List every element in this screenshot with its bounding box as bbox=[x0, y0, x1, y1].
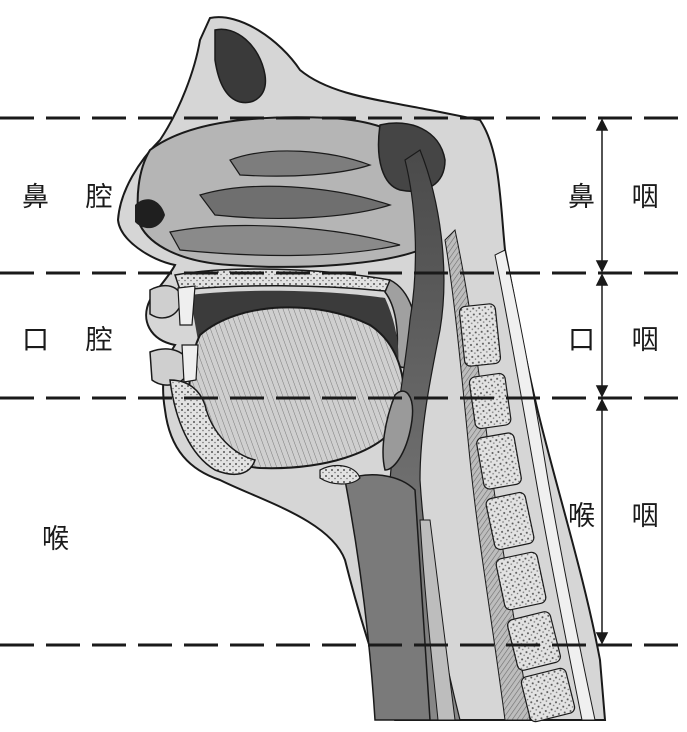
nostril-opening bbox=[135, 199, 165, 229]
lower-incisor bbox=[181, 344, 199, 383]
spinal-canal bbox=[494, 249, 596, 721]
label-laryngopharynx: 喉 咽 bbox=[568, 501, 673, 532]
label-nasal-cavity: 鼻 腔 bbox=[22, 182, 127, 213]
label-nasopharynx: 鼻 咽 bbox=[568, 182, 673, 213]
esophagus bbox=[419, 519, 456, 721]
label-larynx: 喉 bbox=[42, 524, 69, 555]
larynx-trachea bbox=[344, 474, 431, 721]
hyoid-bone bbox=[319, 464, 361, 485]
upper-incisor bbox=[177, 285, 196, 326]
frontal-sinus bbox=[214, 28, 267, 104]
epiglottis bbox=[382, 390, 414, 471]
cervical-vertebrae bbox=[458, 303, 576, 723]
boundary-lines bbox=[0, 116, 687, 647]
label-oral-cavity: 口 腔 bbox=[22, 325, 127, 356]
middle-turbinate bbox=[199, 185, 392, 219]
inferior-turbinate bbox=[169, 224, 401, 257]
pharynx-brackets bbox=[595, 118, 609, 645]
superior-turbinate bbox=[229, 150, 372, 177]
label-oropharynx: 口 咽 bbox=[568, 325, 673, 356]
